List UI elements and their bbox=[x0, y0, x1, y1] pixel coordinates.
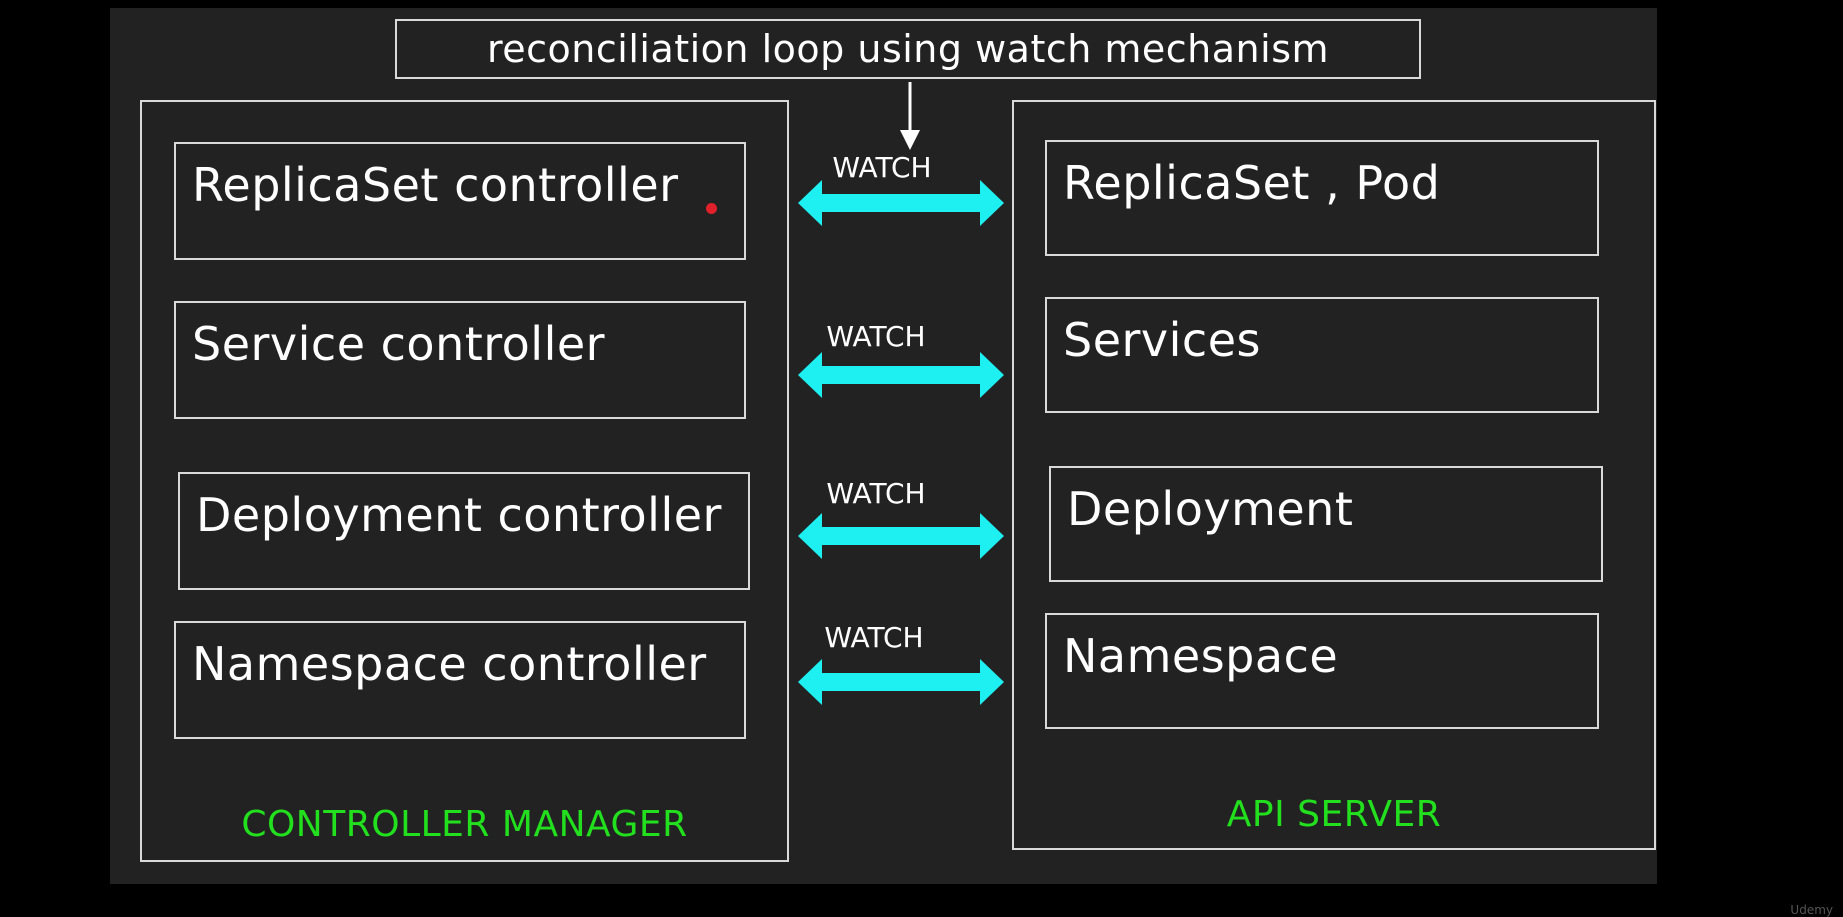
watch-label-1: WATCH bbox=[832, 151, 932, 184]
replicaset-controller-box: ReplicaSet controller bbox=[174, 142, 746, 260]
double-arrow-3 bbox=[798, 513, 1004, 559]
watch-label-2: WATCH bbox=[826, 320, 926, 353]
api-server-group: API SERVER bbox=[1012, 100, 1656, 850]
controller-manager-group: CONTROLLER MANAGER bbox=[140, 100, 789, 862]
down-arrow bbox=[900, 82, 920, 150]
controller-manager-label: CONTROLLER MANAGER bbox=[241, 804, 688, 845]
namespace-box: Namespace bbox=[1045, 613, 1599, 729]
deployment-controller-box: Deployment controller bbox=[178, 472, 750, 590]
api-server-label: API SERVER bbox=[1226, 794, 1442, 835]
double-arrow-4 bbox=[798, 659, 1004, 705]
service-controller-box: Service controller bbox=[174, 301, 746, 419]
watermark-logo: Udemy bbox=[1790, 903, 1833, 917]
replicaset-pod-box: ReplicaSet , Pod bbox=[1045, 140, 1599, 256]
diagram-canvas: reconciliation loop using watch mechanis… bbox=[110, 8, 1657, 884]
namespace-controller-box: Namespace controller bbox=[174, 621, 746, 739]
watch-label-4: WATCH bbox=[824, 621, 924, 654]
deployment-box: Deployment bbox=[1049, 466, 1603, 582]
double-arrow-1 bbox=[798, 180, 1004, 226]
pointer-dot bbox=[706, 203, 717, 214]
services-box: Services bbox=[1045, 297, 1599, 413]
watch-label-3: WATCH bbox=[826, 477, 926, 510]
double-arrow-2 bbox=[798, 352, 1004, 398]
diagram-title: reconciliation loop using watch mechanis… bbox=[395, 19, 1421, 79]
